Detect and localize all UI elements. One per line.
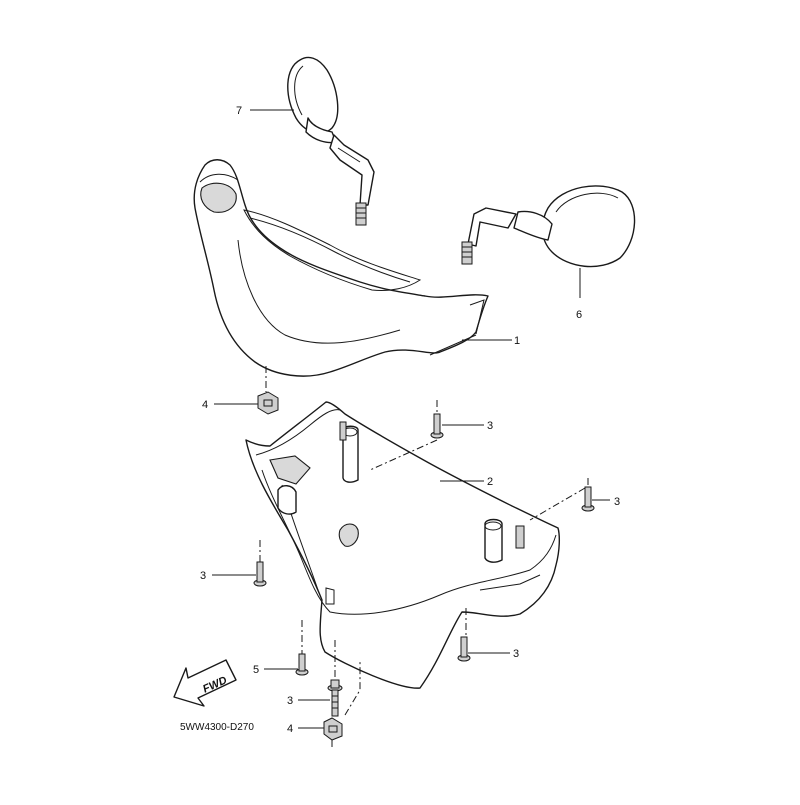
callout-6: 6 [576,309,582,321]
screw-3d [457,636,471,662]
screw-5 [295,653,309,676]
callout-3-d: 3 [513,648,519,660]
mirror-right [461,185,636,268]
callout-1: 1 [514,335,520,347]
assembly-lines [259,366,589,750]
callout-4-lower: 4 [287,723,293,735]
callout-5: 5 [253,664,259,676]
callout-4-upper: 4 [202,399,208,411]
callout-3-b: 3 [614,496,620,508]
callout-3-c: 3 [200,570,206,582]
clip-nut-lower [323,717,343,741]
bolt-3f [327,679,343,717]
callouts: 7 6 1 4 3 2 3 3 3 5 3 4 [200,105,620,735]
callout-2: 2 [487,476,493,488]
screw-3b [581,486,595,512]
handlebar-cover-upper [193,159,489,377]
callout-3-a: 3 [487,420,493,432]
clip-nut-upper [257,391,279,415]
screw-3c [253,561,267,587]
callout-7: 7 [236,105,242,117]
handlebar-cover-lower [245,401,561,689]
mirror-left [287,56,375,226]
fwd-arrow: FWD [173,659,237,707]
diagram-code: 5WW4300-D270 [180,722,254,733]
leader-lines [212,109,610,729]
callout-3-f: 3 [287,695,293,707]
screw-3a [430,413,444,439]
